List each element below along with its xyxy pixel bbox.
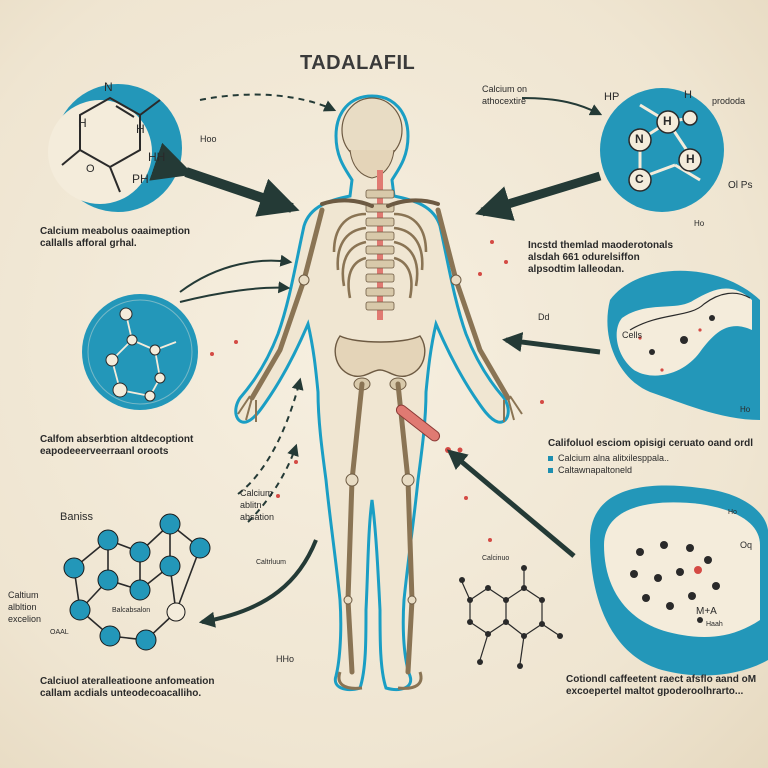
annotation-label: Calcinuo: [482, 555, 510, 562]
human-skeleton-figure: [210, 94, 544, 691]
atom-label: HH: [148, 150, 166, 164]
caption-bottom-left-line-1: Calciuol ateralleatioone anfomeation: [40, 676, 215, 687]
atom-label: H: [136, 122, 145, 136]
caption-mid-right-line-1: Califoluol esciom opisigi ceruato oand o…: [548, 438, 754, 449]
caption-right-line-2: alsdah 661 odurelsiffon: [528, 252, 640, 263]
atom-label: H: [78, 116, 87, 130]
side-label-line-2: albltion: [8, 602, 37, 612]
atom-label: H: [663, 114, 672, 128]
side-label-line-1: Caltium: [8, 590, 39, 600]
atom-label: C: [635, 172, 644, 186]
center-caption-line-2: ablitn: [240, 500, 262, 510]
caption-top-left-line-2: callalls afforal grhal.: [40, 238, 137, 249]
center-caption-line-1: Calcium: [240, 488, 273, 498]
annotation-label: Dd: [538, 312, 550, 322]
molecule-circle-top-left: [48, 84, 182, 212]
annotation-label: Ol Ps: [728, 180, 753, 191]
molecule-circle-mid-left: [82, 294, 198, 410]
caption-bottom-right-line-2: excoepertel maltot gpoderoolhrarto...: [566, 686, 744, 697]
caption-mid-left-line-1: Calfom abserbtion altdecoptiont: [40, 434, 194, 445]
molecular-network-bottom-left: [63, 513, 211, 651]
network-title: Baniss: [60, 511, 94, 523]
annotation-label: Caltrluum: [256, 559, 286, 566]
center-caption-line-3: absation: [240, 512, 275, 522]
molecule-bottom-middle: [459, 565, 563, 669]
caption-mid-left-line-2: eapodeeerveerraanl oroots: [40, 446, 169, 457]
caption-bottom-right-line-1: Cotiondl caffeetent raect afsflo aand oM: [566, 674, 757, 685]
annotation-label: Hoo: [200, 134, 217, 144]
annotation-label: Ho: [740, 405, 751, 414]
caption-top-right-line-2: athocextire: [482, 96, 527, 106]
bullet-item: Calcium alna alitxilesppala..: [548, 452, 669, 464]
annotation-label: Ho: [694, 219, 705, 228]
calcium-ions-blob: [590, 485, 768, 676]
cell-membrane-blob: [607, 270, 760, 420]
network-mid-label: Balcabsalon: [112, 607, 151, 614]
annotation-label: prododa: [712, 96, 746, 106]
atom-label: O: [86, 163, 95, 175]
connection-arrows: [149, 93, 603, 628]
atom-label: N: [104, 80, 113, 94]
caption-top-right-line-1: Calcium on: [482, 84, 528, 94]
caption-top-left-line-1: Calcium meabolus oaaimeption: [40, 226, 191, 237]
bullet-item: Caltawnapaltoneld: [548, 464, 669, 476]
annotation-label: Oq: [740, 540, 753, 550]
caption-bottom-left-line-2: callam acdials unteodecoacalliho.: [40, 688, 202, 699]
annotation-label: Cells: [622, 330, 643, 340]
network-label: OAAL: [50, 629, 69, 636]
side-label-line-3: excelion: [8, 614, 42, 624]
annotation-label: HHo: [276, 654, 295, 664]
annotation-label: Haah: [706, 621, 723, 628]
atom-label: N: [635, 132, 644, 146]
annotation-label: Ho: [728, 509, 737, 516]
annotation-label: M+A: [696, 606, 717, 617]
bullet-list: Calcium alna alitxilesppala.. Caltawnapa…: [548, 452, 669, 476]
atom-label: H: [684, 89, 692, 101]
atom-label: HP: [604, 91, 620, 103]
caption-right-line-1: Incstd themlad maoderotonals: [528, 240, 674, 251]
page-title: TADALAFIL: [300, 52, 416, 74]
caption-right-line-3: alpsodtim lalleodan.: [528, 264, 625, 275]
atom-label: H: [686, 152, 695, 166]
molecule-circle-top-right: [600, 88, 724, 212]
atom-label: PH: [132, 172, 149, 186]
